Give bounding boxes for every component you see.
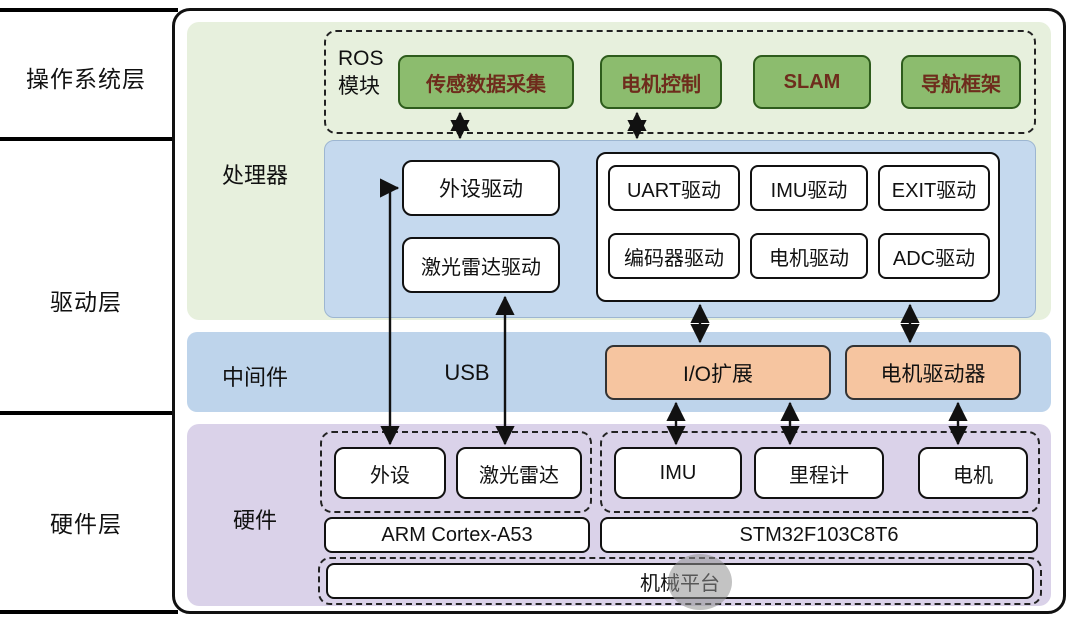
layer-divider-bottom [0, 610, 178, 614]
hw-left-group [320, 431, 592, 513]
module-navigation-framework: 导航框架 [901, 55, 1021, 109]
layer-label-driver: 驱动层 [50, 289, 122, 315]
ros-title-line2: 模块 [338, 75, 380, 99]
ros-module-title: ROS 模块 [338, 45, 384, 102]
usb-label: USB [444, 360, 490, 385]
driver-uart: UART驱动 [608, 165, 740, 211]
module-sensor-data-collection: 传感数据采集 [398, 55, 574, 109]
driver-exit: EXIT驱动 [878, 165, 990, 211]
io-expansion-box: I/O扩展 [605, 345, 831, 400]
watermark [668, 554, 732, 610]
layer-divider-top [0, 8, 178, 12]
layer-label-os: 操作系统层 [26, 66, 146, 92]
hardware-label: 硬件 [232, 508, 277, 533]
hw-odometer: 里程计 [754, 447, 884, 499]
hw-peripheral: 外设 [334, 447, 446, 499]
driver-motor: 电机驱动 [750, 233, 868, 279]
hw-motor: 电机 [918, 447, 1028, 499]
processor-label: 处理器 [221, 163, 288, 188]
driver-lidar: 激光雷达驱动 [402, 237, 560, 293]
hw-imu: IMU [614, 447, 742, 499]
chip-arm-cortex-a53: ARM Cortex-A53 [324, 517, 590, 553]
middleware-label: 中间件 [221, 365, 288, 390]
driver-encoder: 编码器驱动 [608, 233, 740, 279]
hw-right-group [600, 431, 1040, 513]
motor-driver-box: 电机驱动器 [845, 345, 1021, 400]
ros-module-group [324, 30, 1036, 134]
driver-adc: ADC驱动 [878, 233, 990, 279]
layer-divider-driver-hw [0, 411, 178, 415]
driver-imu: IMU驱动 [750, 165, 868, 211]
layer-label-hardware: 硬件层 [50, 511, 122, 537]
module-slam: SLAM [753, 55, 871, 109]
driver-peripheral: 外设驱动 [402, 160, 560, 216]
module-motor-control: 电机控制 [600, 55, 722, 109]
hw-lidar: 激光雷达 [456, 447, 582, 499]
layer-divider-os-driver [0, 137, 178, 141]
chip-stm32f103c8t6: STM32F103C8T6 [600, 517, 1038, 553]
ros-title-line1: ROS [338, 47, 384, 70]
